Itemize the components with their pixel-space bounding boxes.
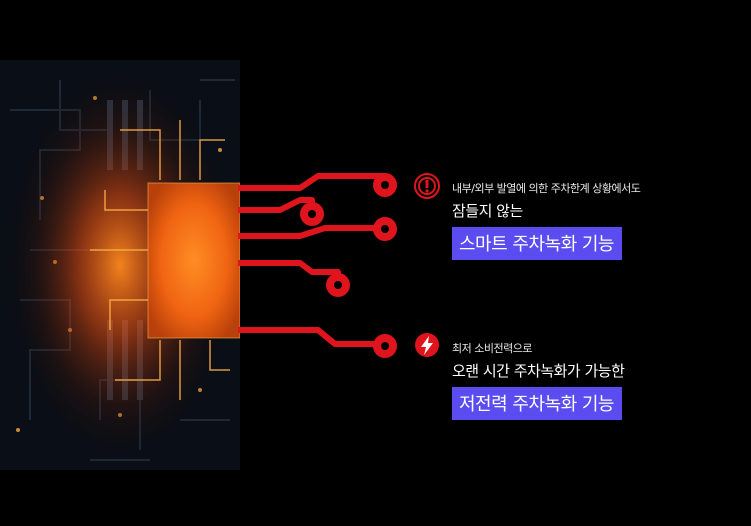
feature-highlight-badge: 저전력 주차녹화 기능 xyxy=(452,387,622,420)
feature-subtitle: 오랜 시간 주차녹화가 가능한 xyxy=(452,362,625,380)
exclamation-icon xyxy=(414,173,440,199)
feature-description: 최저 소비전력으로 xyxy=(452,342,532,355)
feature-description: 내부/외부 발열에 의한 주차한계 상황에서도 xyxy=(452,182,641,195)
lightning-icon xyxy=(415,333,439,357)
feature-highlight-badge: 스마트 주차녹화 기능 xyxy=(452,227,622,260)
feature-subtitle: 잠들지 않는 xyxy=(452,202,523,220)
feature-smart-parking: 내부/외부 발열에 의한 주차한계 상황에서도 잠들지 않는 스마트 주차녹화 … xyxy=(452,180,641,260)
processor-chip xyxy=(148,183,240,338)
feature-low-power-parking: 최저 소비전력으로 오랜 시간 주차녹화가 가능한 저전력 주차녹화 기능 xyxy=(452,340,625,420)
glowing-traces xyxy=(90,120,230,400)
